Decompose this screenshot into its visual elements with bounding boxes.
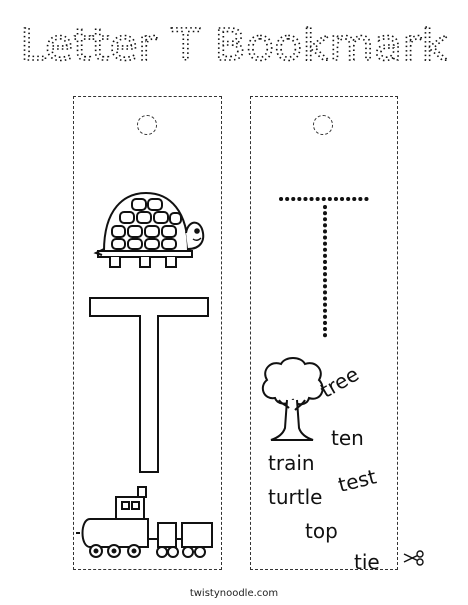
word-ten: ten: [331, 426, 364, 450]
train-icon: [76, 486, 213, 558]
punch-hole-icon: [137, 115, 157, 135]
turtle-icon: [93, 191, 205, 268]
bookmark-left: [73, 96, 222, 570]
word-top: top: [305, 519, 338, 543]
footer-site: twistynoodle.com: [189, 588, 279, 599]
tree-icon: [261, 357, 324, 441]
page-title: Letter T Bookmark: [19, 19, 449, 72]
word-train: train: [268, 451, 315, 475]
bookmark-right: tree ten train turtle test top tie: [250, 96, 398, 574]
tracing-letter-t: [279, 197, 371, 343]
punch-hole-icon: [313, 115, 333, 135]
title-text: Letter T Bookmark: [20, 20, 449, 71]
outline-letter-t: [89, 297, 209, 473]
scissors-icon: [403, 550, 424, 566]
word-turtle: turtle: [268, 485, 323, 509]
word-test: test: [335, 464, 379, 497]
word-tie: tie: [354, 550, 380, 574]
